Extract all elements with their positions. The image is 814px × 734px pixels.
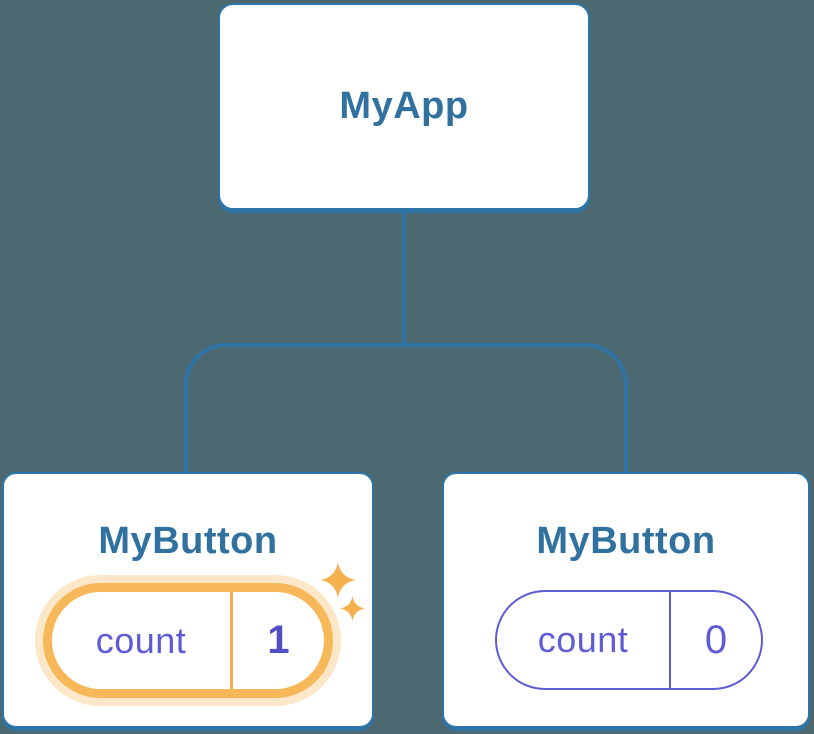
state-key-cell: count (497, 592, 669, 688)
state-value-label: 1 (267, 618, 290, 662)
sparkle-icon-large (320, 562, 356, 598)
state-pill-highlighted: count 1 (52, 592, 324, 689)
sparkle-icon-small (340, 596, 365, 621)
connector-trunk-line (402, 210, 406, 344)
state-value-label: 0 (704, 617, 728, 662)
state-value-cell: 0 (671, 592, 761, 688)
state-key-cell: count (52, 592, 230, 689)
button-node-right-label: MyButton (536, 520, 716, 562)
state-key-label: count (95, 619, 187, 661)
state-pill-divider (669, 592, 671, 688)
app-node: MyApp (218, 3, 590, 210)
state-pill-plain: count 0 (495, 590, 763, 690)
app-node-label: MyApp (339, 85, 469, 127)
state-value-cell: 1 (233, 592, 324, 689)
button-node-left: MyButton count 1 (2, 472, 374, 728)
connector-branch-bracket (184, 343, 628, 472)
state-key-label: count (537, 619, 629, 660)
button-node-left-label: MyButton (98, 520, 278, 562)
button-node-right: MyButton count 0 (442, 472, 810, 728)
state-pill-divider (230, 592, 233, 689)
